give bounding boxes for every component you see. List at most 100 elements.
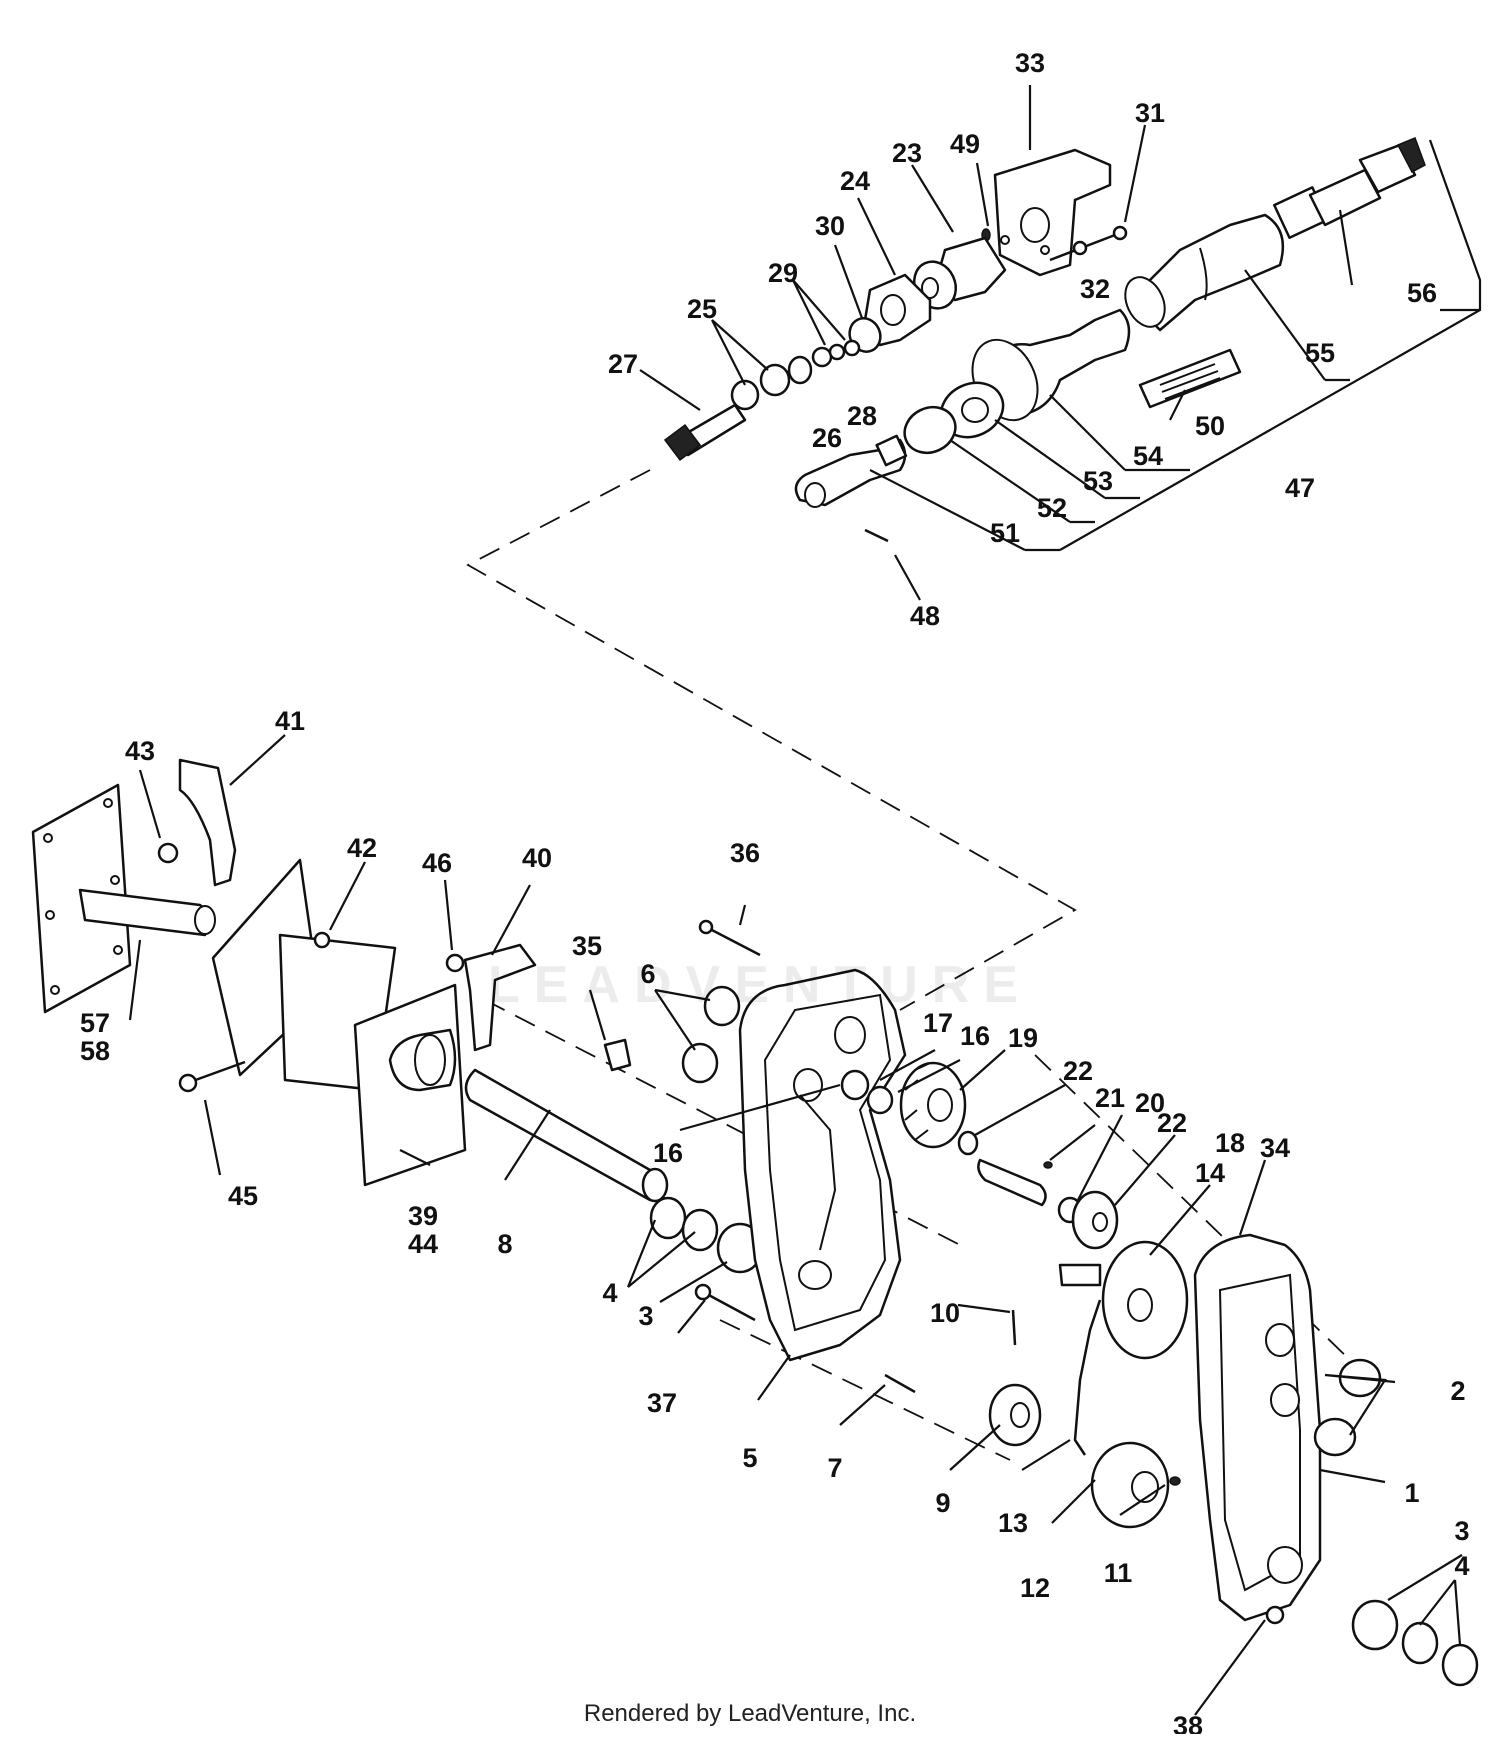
callout-1: 1 [1404, 1478, 1419, 1508]
callout-26: 26 [812, 423, 842, 453]
callout-20: 20 [1135, 1088, 1165, 1118]
housing-cover-1 [1193, 1233, 1322, 1622]
callout-6: 6 [640, 959, 655, 989]
callout-46: 46 [422, 848, 452, 878]
tine-blade-40 [463, 943, 537, 1052]
washer-29a [811, 346, 833, 368]
callout-25: 25 [687, 294, 717, 324]
callout-18: 18 [1215, 1128, 1245, 1158]
callout-24: 24 [840, 166, 870, 196]
ring-22a [957, 1130, 979, 1156]
callout-37: 37 [647, 1388, 677, 1418]
bearing-25b [730, 379, 760, 411]
callout-9: 9 [935, 1488, 950, 1518]
callout-34: 34 [1260, 1133, 1290, 1163]
roll-pin-48 [864, 528, 889, 543]
callout-17: 17 [923, 1008, 953, 1038]
seal-4a [649, 1196, 687, 1240]
pin-7 [884, 1373, 916, 1394]
callout-28: 28 [847, 401, 877, 431]
leader-lines [128, 85, 1463, 1716]
callout-40: 40 [522, 843, 552, 873]
callout-36: 36 [730, 838, 760, 868]
callout-32: 32 [1080, 274, 1110, 304]
callout-3b: 3 [1454, 1516, 1469, 1546]
callout-45: 45 [228, 1181, 258, 1211]
callout-12: 12 [1020, 1573, 1050, 1603]
callout-22b: 22 [1157, 1108, 1187, 1138]
snap-ring-52 [903, 405, 957, 455]
callout-22a: 22 [1063, 1056, 1093, 1086]
callout-29: 29 [768, 258, 798, 288]
universal-joint-56 [1273, 137, 1426, 240]
bearing-25a [759, 363, 791, 397]
pinion-gear-27 [663, 403, 747, 462]
shield-bracket-33 [993, 148, 1112, 277]
bolt-37 [704, 1291, 756, 1322]
bearing-6b [681, 1042, 719, 1084]
bearing-26 [787, 355, 813, 385]
callout-13: 13 [998, 1508, 1028, 1538]
bevel-gear-19 [899, 1061, 967, 1149]
group-bracket-47 [1025, 139, 1482, 552]
callout-50: 50 [1195, 411, 1225, 441]
callout-53: 53 [1083, 466, 1113, 496]
bolt-45 [189, 1060, 246, 1084]
key-20 [1043, 1161, 1053, 1169]
bolt-head-45 [178, 1073, 198, 1093]
decal-50 [1138, 348, 1242, 409]
callout-8: 8 [497, 1229, 512, 1259]
callout-16b: 16 [653, 1138, 683, 1168]
callout-43: 43 [125, 736, 155, 766]
nut-28 [843, 339, 861, 357]
callout-5: 5 [742, 1443, 757, 1473]
bearing-3-right [1351, 1599, 1399, 1651]
axle-shaft-8 [464, 1068, 669, 1203]
washer-29b [828, 343, 846, 361]
watermark-text: LEADVENTURE [487, 956, 1033, 1014]
nut-46 [445, 953, 465, 973]
callout-7: 7 [827, 1453, 842, 1483]
callout-49: 49 [950, 129, 980, 159]
bolt-head-31 [1112, 225, 1128, 241]
bolt-head-36 [698, 919, 714, 935]
callout-54: 54 [1133, 441, 1163, 471]
tine-blade-41 [178, 758, 237, 887]
chain-13 [1073, 1299, 1102, 1456]
seal-4b [681, 1208, 719, 1252]
callout-2: 2 [1450, 1376, 1465, 1406]
callout-33: 33 [1015, 48, 1045, 78]
callout-47: 47 [1285, 473, 1315, 503]
callout-42: 42 [347, 833, 377, 863]
callout-52: 52 [1037, 493, 1067, 523]
tine-plate-39 [353, 983, 467, 1187]
outer-shaft-cone-55 [1124, 213, 1285, 332]
inner-universal-joint-51 [794, 434, 908, 508]
key-11 [1169, 1476, 1181, 1486]
callout-48: 48 [910, 601, 940, 631]
callout-16a: 16 [960, 1021, 990, 1051]
callout-58: 58 [80, 1036, 110, 1066]
callout-11: 11 [1104, 1558, 1133, 1588]
callout-51: 51 [990, 518, 1020, 548]
seal-4c [1401, 1621, 1439, 1665]
callout-41: 41 [275, 706, 305, 736]
gear-housing-5 [738, 968, 907, 1362]
callout-21: 21 [1095, 1083, 1125, 1113]
callout-56: 56 [1407, 278, 1437, 308]
callout-27: 27 [608, 349, 638, 379]
callout-55: 55 [1305, 338, 1335, 368]
callout-3a: 3 [638, 1301, 653, 1331]
seal-4d [1441, 1643, 1479, 1687]
callout-35: 35 [572, 931, 602, 961]
shaft-21 [977, 1158, 1047, 1207]
drive-shaft-assembly [663, 137, 1426, 543]
sprocket-14 [1058, 1240, 1189, 1360]
washer-32 [1072, 240, 1088, 256]
callout-10: 10 [930, 1298, 960, 1328]
pin-10 [1011, 1309, 1017, 1346]
callout-14: 14 [1195, 1158, 1225, 1188]
callout-23: 23 [892, 138, 922, 168]
